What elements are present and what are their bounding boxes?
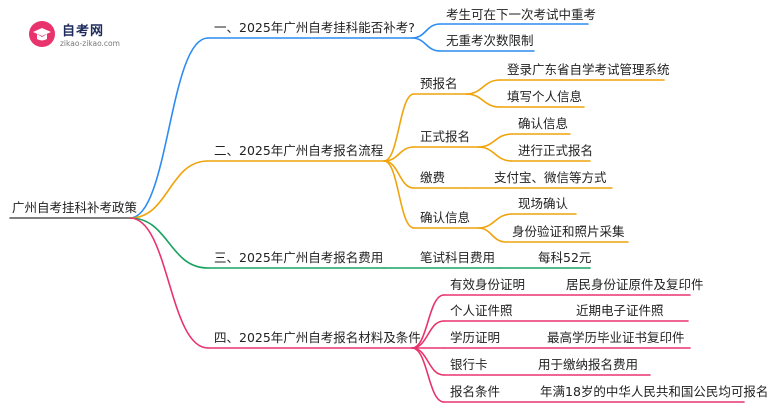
branch-2-step-3-detail-1: 支付宝、微信等方式 [494, 170, 607, 185]
branch-1-item-1-connector [411, 23, 441, 39]
branch-2-step-2-detail-1-connector [477, 133, 513, 148]
branch-2-step-1-detail-2-connector [465, 93, 501, 108]
branch-4-item-4-detail-1: 用于缴纳报名费用 [538, 357, 639, 372]
branch-1-item-2-connector [411, 37, 441, 52]
branch-2-step-2-detail-1: 确认信息 [518, 116, 569, 131]
branch-4-item-1: 有效身份证明 [450, 277, 526, 292]
branch-4-item-2-detail-1: 近期电子证件照 [576, 303, 664, 318]
branch-2-step-4-detail-2-connector [477, 227, 507, 243]
branch-4-connector [129, 217, 209, 349]
branch-2-step-1-detail-1: 登录广东省自学考试管理系统 [507, 62, 670, 77]
logo-name: 自考网 [62, 24, 105, 39]
branch-2-step-4-detail-1: 现场确认 [518, 196, 569, 211]
branch-4-item-4-connector [411, 347, 445, 376]
branch-4-item-4: 银行卡 [450, 357, 488, 372]
branch-1-connector [129, 37, 209, 219]
root-node: 广州自考挂科补考政策 [12, 200, 138, 215]
branch-2-step-3-connector [383, 160, 415, 189]
branch-3-label: 三、2025年广州自考报名费用 [214, 250, 384, 265]
branch-2-step-2-detail-2-connector [477, 146, 513, 162]
graduation-cap-icon [29, 21, 55, 47]
logo-url: zikao-zikao.com [60, 39, 120, 48]
branch-2-step-4: 确认信息 [420, 210, 471, 225]
branch-2-label: 二、2025年广州自考报名流程 [214, 143, 384, 158]
branch-2-step-2-connector [383, 146, 415, 162]
branch-4-item-3: 学历证明 [450, 330, 501, 345]
branch-2-step-4-detail-2: 身份验证和照片采集 [512, 224, 625, 239]
branch-2-step-1-connector [383, 93, 415, 162]
branch-4-item-5-connector [411, 347, 445, 403]
branch-3-item-1-detail-1: 每科52元 [538, 250, 592, 265]
branch-2-step-4-connector [383, 160, 415, 229]
site-logo[interactable]: 自考网 zikao-zikao.com [28, 18, 148, 54]
branch-1-item-2: 无重考次数限制 [446, 33, 534, 48]
branch-4-item-3-detail-1: 最高学历毕业证书复印件 [547, 330, 685, 345]
branch-3-connector [129, 217, 209, 269]
branch-4-item-5-detail-1: 年满18岁的中华人民共和国公民均可报名 [540, 384, 768, 399]
branch-2-step-4-detail-1-connector [477, 213, 513, 229]
branch-4-item-5: 报名条件 [450, 384, 501, 399]
branch-2-step-1-detail-1-connector [465, 79, 501, 95]
branch-4-label: 四、2025年广州自考报名材料及条件 [214, 330, 421, 345]
mind-map-connectors [9, 23, 745, 403]
branch-3-item-1: 笔试科目费用 [420, 250, 496, 265]
branch-2-step-1: 预报名 [420, 76, 458, 91]
branch-4-item-2: 个人证件照 [450, 303, 513, 318]
branch-1-label: 一、2025年广州自考挂科能否补考? [214, 20, 415, 35]
branch-2-step-3: 缴费 [420, 170, 446, 185]
branch-2-connector [129, 160, 209, 219]
branch-2-step-2: 正式报名 [420, 129, 471, 144]
branch-1-item-1: 考生可在下一次考试中重考 [446, 7, 597, 22]
branch-4-item-1-detail-1: 居民身份证原件及复印件 [566, 277, 704, 292]
branch-2-step-1-detail-2: 填写个人信息 [507, 89, 583, 104]
branch-2-step-2-detail-2: 进行正式报名 [518, 143, 594, 158]
